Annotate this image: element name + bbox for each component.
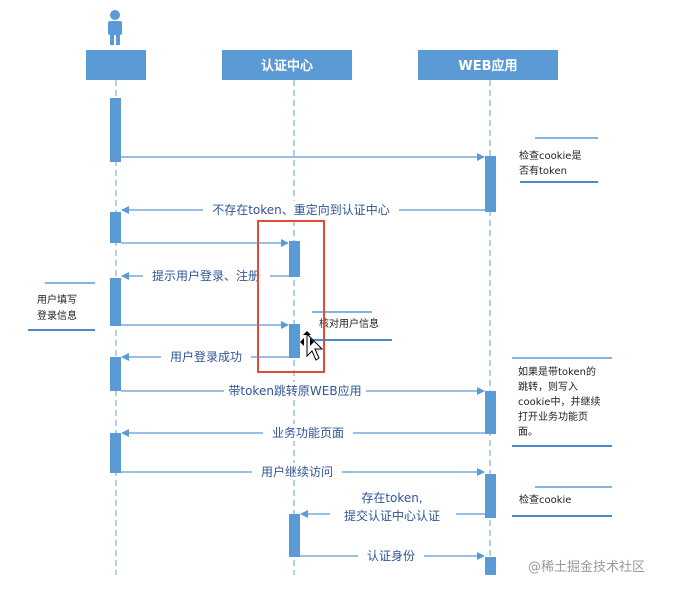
auth-activation-1 [289,241,300,277]
web-activation-1 [485,156,496,212]
user-participant-box [86,50,146,80]
message-7-label: 带token跳转原WEB应用 [228,383,361,398]
svg-text:检查cookie是: 检查cookie是 [519,149,581,162]
note-verify-user: 核对用户信息 [312,311,392,341]
user-activation-1 [110,98,121,162]
note-user-fill-login: 用户填写 登录信息 [28,282,95,331]
svg-text:核对用户信息: 核对用户信息 [319,317,379,330]
message-11-label: 认证身份 [367,548,415,563]
web-app-participant-box: WEB应用 [418,50,558,80]
web-activation-4 [485,557,496,575]
move-cursor-icon [300,331,324,361]
message-9-label: 用户继续访问 [261,464,333,479]
svg-text:跳转，则写入: 跳转，则写入 [518,380,578,393]
web-app-label: WEB应用 [458,58,517,74]
web-activation-3 [485,474,496,518]
note-token-redirect: 如果是带token的 跳转，则写入 cookie中，并继续 打开业务功能页 面。 [512,357,612,447]
svg-text:检查cookie: 检查cookie [519,493,571,506]
user-activation-2 [110,212,121,243]
message-4-label: 提示用户登录、注册 [152,268,260,283]
svg-text:用户填写: 用户填写 [37,293,77,306]
svg-text:否有token: 否有token [519,164,567,177]
auth-center-label: 认证中心 [261,58,313,74]
svg-text:cookie中，并继续: cookie中，并继续 [518,395,600,408]
auth-activation-3 [289,514,300,557]
user-activation-4 [110,357,121,391]
note-check-cookie: 检查cookie [512,486,612,517]
message-8-label: 业务功能页面 [272,425,344,440]
svg-text:面。: 面。 [518,427,538,438]
user-activation-5 [110,433,121,473]
svg-text:如果是带token的: 如果是带token的 [518,365,596,378]
message-10-label-line2: 提交认证中心认证 [344,508,440,523]
web-activation-2 [485,391,496,434]
note-check-cookie-token: 检查cookie是 否有token [519,137,598,183]
svg-text:登录信息: 登录信息 [37,309,77,322]
highlight-box [257,220,325,373]
message-10-label-line1: 存在token, [361,491,422,505]
watermark: @稀土掘金技术社区 [528,560,646,575]
auth-activation-2 [289,324,300,358]
message-6-label: 用户登录成功 [170,349,242,364]
auth-center-participant-box: 认证中心 [222,50,352,80]
user-actor-icon [108,10,122,45]
user-activation-3 [110,278,121,326]
svg-text:打开业务功能页: 打开业务功能页 [518,410,588,423]
message-2-label: 不存在token、重定向到认证中心 [212,202,390,217]
